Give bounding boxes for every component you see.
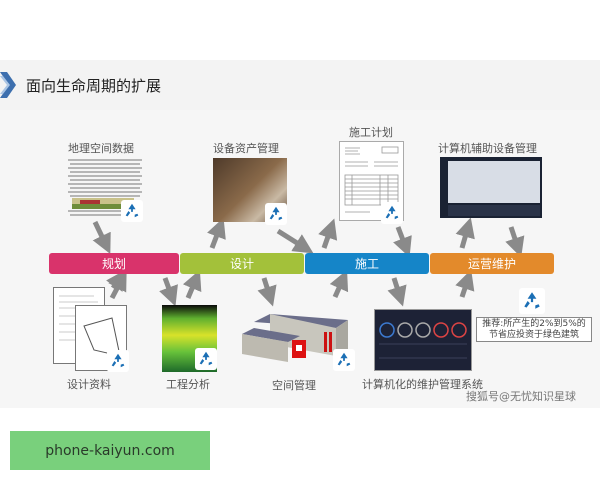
- recycle-icon: [519, 288, 545, 314]
- label-geo-data: 地理空间数据: [68, 142, 134, 155]
- recommendation-note: 推荐:所产生的2%到5%的 节省应投资于绿色建筑: [476, 317, 592, 342]
- footer-banner-link[interactable]: phone-kaiyun.com: [10, 431, 210, 470]
- slide: 面向生命周期的扩展: [0, 60, 600, 408]
- recycle-icon: [121, 200, 143, 222]
- note-line-1: 推荐:所产生的2%到5%的: [482, 319, 586, 329]
- phase-design-label: 设计: [229, 257, 254, 271]
- title-bar: 面向生命周期的扩展: [0, 60, 600, 110]
- cad-screen-image: [440, 157, 542, 218]
- label-asset-management: 设备资产管理: [213, 142, 279, 155]
- dashboard-screen-image: [374, 309, 472, 371]
- phase-construction: 施工: [305, 253, 429, 274]
- 3d-building-image: [240, 310, 352, 368]
- phase-planning-label: 规划: [101, 257, 126, 271]
- recycle-icon: [333, 349, 355, 371]
- phase-operations-label: 运营维护: [467, 257, 516, 271]
- slide-title: 面向生命周期的扩展: [26, 77, 162, 95]
- phase-operations: 运营维护: [430, 253, 554, 274]
- footer-banner-text: phone-kaiyun.com: [45, 442, 175, 459]
- phase-design: 设计: [180, 253, 304, 274]
- label-construction-plan: 施工计划: [349, 126, 393, 139]
- label-design-documents: 设计资料: [67, 378, 111, 391]
- recycle-icon: [265, 203, 287, 225]
- phase-construction-label: 施工: [354, 257, 379, 271]
- label-engineering-analysis: 工程分析: [166, 378, 210, 391]
- recycle-icon: [107, 350, 129, 372]
- label-cad-management: 计算机辅助设备管理: [438, 142, 537, 155]
- recycle-icon: [381, 202, 403, 224]
- label-cmms: 计算机化的维护管理系统: [362, 378, 483, 391]
- note-line-2: 节省应投资于绿色建筑: [488, 330, 579, 340]
- chevron-icon: [0, 72, 16, 98]
- label-space-management: 空间管理: [272, 379, 316, 392]
- recycle-icon: [195, 348, 217, 370]
- phase-planning: 规划: [49, 253, 179, 274]
- watermark: 搜狐号@无忧知识星球: [466, 390, 576, 403]
